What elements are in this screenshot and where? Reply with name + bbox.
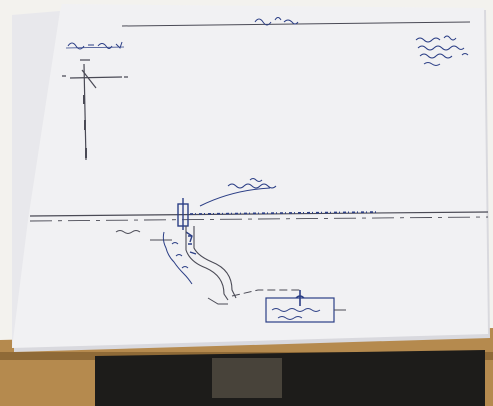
road-left-label bbox=[115, 230, 172, 241]
path-to-house bbox=[207, 289, 300, 305]
top-center-scribble bbox=[254, 17, 299, 26]
main-road bbox=[29, 211, 489, 222]
floor-highlight bbox=[212, 358, 282, 398]
side-lane bbox=[185, 226, 237, 301]
north-arrow bbox=[62, 59, 128, 161]
paper-curl bbox=[12, 11, 60, 348]
paper-sheet bbox=[12, 4, 488, 348]
top-right-note bbox=[415, 35, 469, 66]
house-box bbox=[265, 290, 346, 323]
top-left-scribble bbox=[65, 41, 125, 50]
lane-label bbox=[162, 231, 193, 285]
road-annotation bbox=[199, 178, 277, 207]
floor-shadow bbox=[95, 350, 485, 406]
